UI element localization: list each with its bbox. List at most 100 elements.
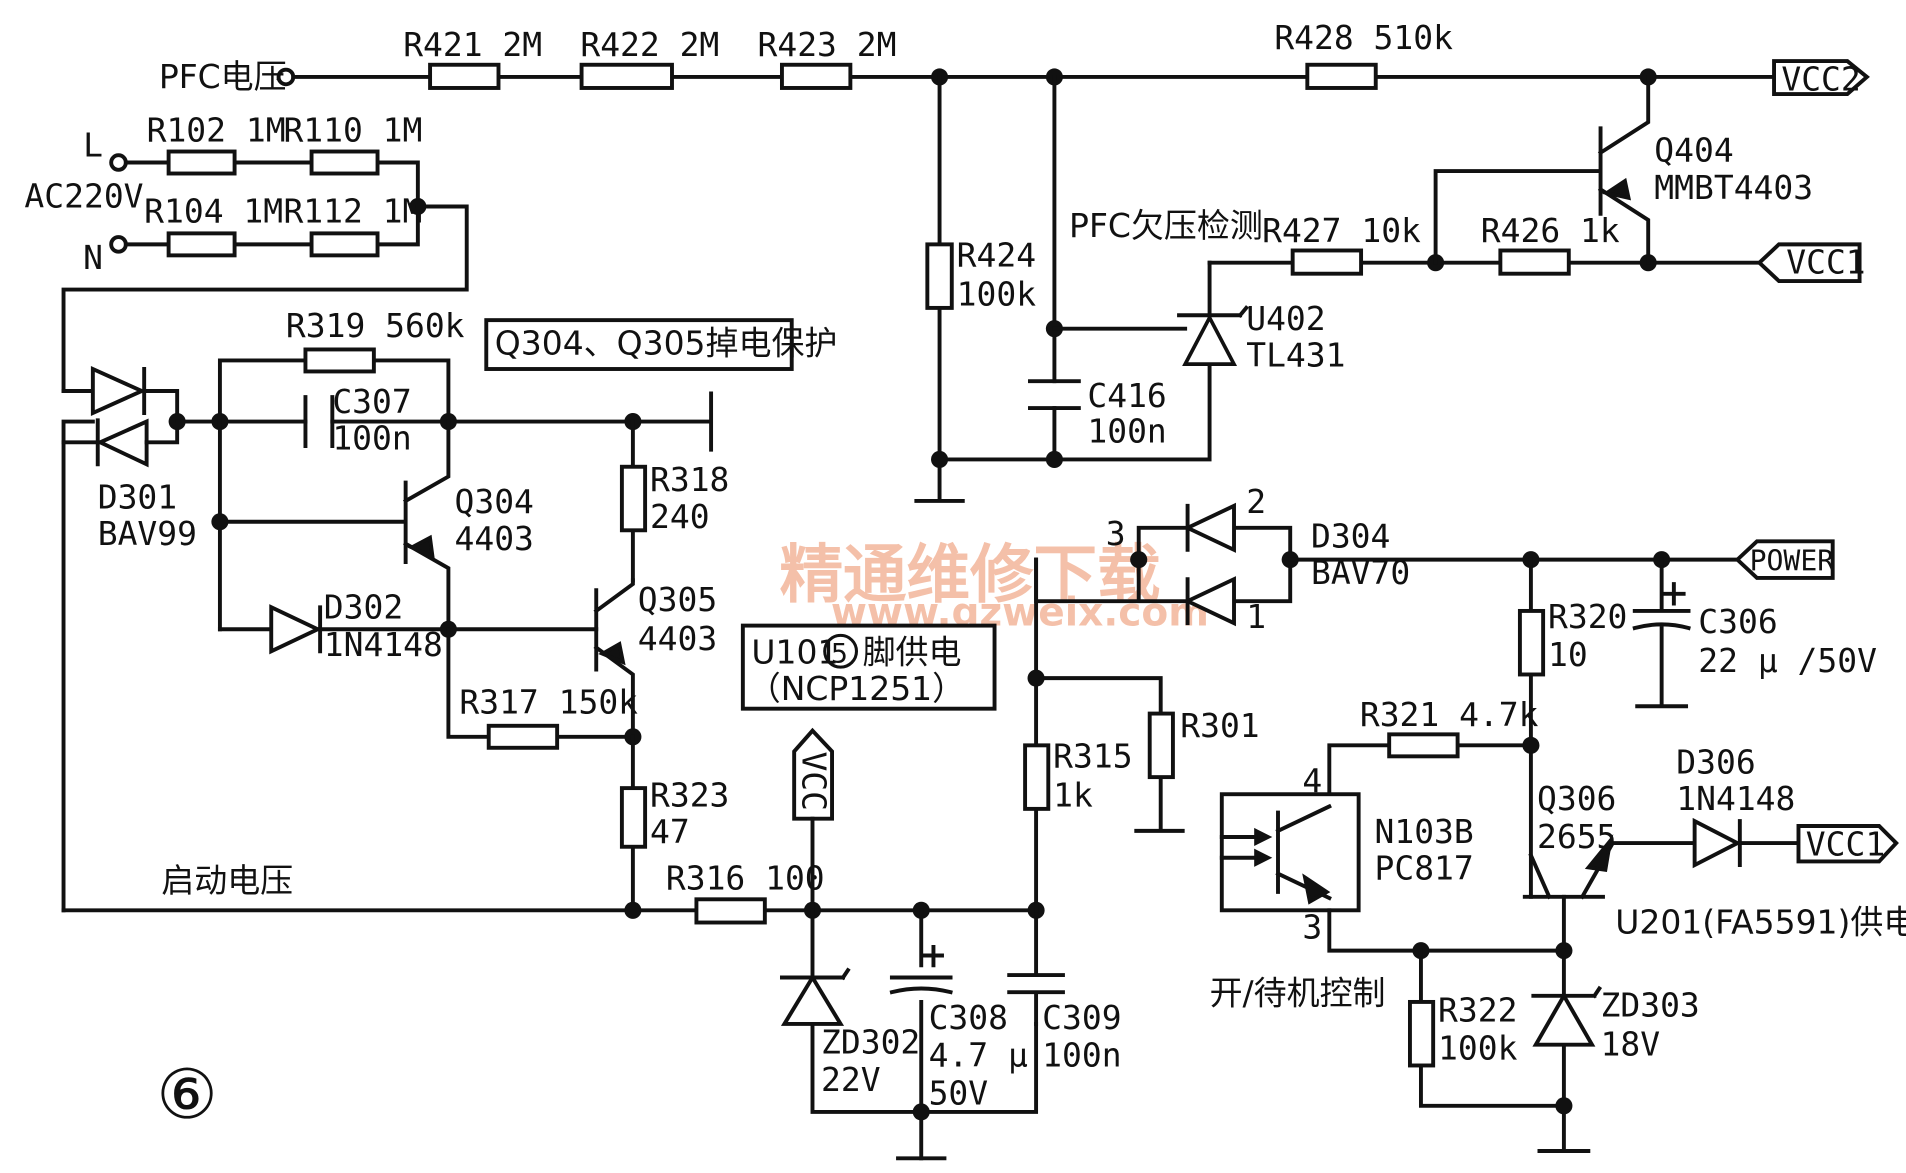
label-R321: R321 4.7k — [1360, 695, 1539, 734]
label-N103B-value: PC817 — [1375, 849, 1474, 888]
resistor-R110 — [309, 149, 380, 176]
label-N103B-pin3: 3 — [1302, 907, 1322, 946]
net-label-N: N — [83, 238, 103, 277]
label-D304-pin2: 2 — [1246, 482, 1266, 521]
note-pfc-undervoltage: PFC欠压检测 — [1069, 206, 1263, 245]
diode-D304-upper — [1183, 502, 1236, 553]
label-R104: R104 1M — [144, 191, 283, 230]
optocoupler-N103B — [1219, 792, 1361, 913]
note-u101-part: （NCP1251） — [748, 669, 965, 708]
capacitor-C307 — [303, 395, 335, 448]
label-D304-pin3: 3 — [1106, 514, 1126, 553]
net-label-vcc1-top: VCC1 — [1786, 243, 1865, 282]
net-tag-vcc — [792, 727, 834, 821]
note-u101-supply: 脚供电 — [863, 632, 962, 671]
label-R315-value: 1k — [1053, 775, 1093, 814]
net-tag-power — [1734, 539, 1835, 580]
note-u101-pin: 5 — [831, 638, 848, 669]
net-tag-vcc1-top — [1756, 242, 1862, 283]
resistor-R316 — [694, 897, 767, 925]
label-R424-name: R424 — [957, 235, 1036, 274]
label-N103B-name: N103B — [1375, 812, 1474, 851]
label-R317: R317 150k — [459, 683, 638, 722]
label-C306-name: C306 — [1698, 602, 1777, 641]
diode-D304-lower — [1183, 576, 1236, 627]
label-Q404-value: MMBT4403 — [1654, 168, 1813, 207]
resistor-R426 — [1498, 248, 1571, 276]
label-C309-name: C309 — [1042, 998, 1121, 1037]
label-R301-name: R301 — [1180, 706, 1259, 745]
label-C307-name: C307 — [332, 382, 411, 421]
resistor-R423 — [779, 62, 853, 90]
label-Q304-value: 4403 — [455, 519, 534, 558]
shunt-regulator-U402 — [1182, 313, 1238, 366]
note-powerloss: Q304、Q305掉电保护 — [495, 323, 838, 362]
undervoltage-detect-section: R424 100k C416 100n U402 TL431 PFC欠压检测 R… — [914, 75, 1866, 503]
net-label-ac220v: AC220V — [24, 177, 143, 216]
label-R315-name: R315 — [1053, 736, 1132, 775]
label-N103B-pin4: 4 — [1302, 761, 1322, 800]
zener-ZD302 — [780, 973, 845, 1026]
label-R320-value: 10 — [1548, 635, 1588, 674]
label-C307-value: 100n — [332, 419, 411, 458]
net-tag-vcc1-bottom — [1796, 824, 1899, 864]
diode-D301-upper — [90, 365, 147, 417]
resistor-R102 — [166, 149, 237, 176]
note-box-powerloss — [484, 318, 794, 371]
label-D302-name: D302 — [324, 587, 403, 626]
label-R421: R421 2M — [403, 25, 542, 64]
label-Q306-name: Q306 — [1537, 779, 1616, 818]
label-R424-value: 100k — [957, 274, 1037, 313]
resistor-R320 — [1517, 608, 1546, 677]
label-C416-name: C416 — [1087, 376, 1166, 415]
note-u201-supply: U201(FA5591)供电 — [1615, 903, 1906, 942]
powerloss-protection-section: D301 BAV99 R319 560k C307 100n Q304、Q305… — [61, 306, 838, 913]
pfc-divider-section: PFC电压 R421 2M R422 2M R423 2M R428 510k … — [159, 18, 1870, 98]
label-R319: R319 560k — [286, 306, 465, 345]
label-Q305-value: 4403 — [638, 619, 717, 658]
zener-ZD303 — [1532, 991, 1596, 1047]
net-label-start-voltage: 启动电压 — [161, 861, 293, 900]
resistor-R112 — [309, 231, 380, 258]
net-label-vcc1-bottom: VCC1 — [1806, 824, 1885, 863]
label-R428: R428 510k — [1274, 18, 1453, 57]
resistor-R319 — [303, 347, 376, 374]
resistor-R323 — [619, 786, 648, 849]
label-R422: R422 2M — [580, 25, 719, 64]
net-label-vcc: VCC — [795, 751, 834, 811]
label-R423: R423 2M — [758, 25, 897, 64]
label-R322-name: R322 — [1438, 990, 1517, 1029]
capacitor-C306 — [1632, 557, 1691, 709]
resistor-R428 — [1305, 62, 1378, 90]
label-C308-name: C308 — [929, 998, 1008, 1037]
label-R102: R102 1M — [147, 111, 286, 150]
resistor-R104 — [166, 231, 237, 258]
resistor-R424 — [925, 242, 954, 310]
label-C308-value: 4.7 μ — [929, 1036, 1028, 1075]
resistor-R427 — [1290, 248, 1364, 276]
diode-D306 — [1692, 817, 1742, 869]
net-label-vcc2: VCC2 — [1781, 59, 1860, 98]
label-R322-value: 100k — [1438, 1028, 1518, 1067]
label-Q404-name: Q404 — [1654, 130, 1733, 169]
label-ZD302-value: 22V — [821, 1060, 881, 1099]
label-R318-value: 240 — [650, 497, 710, 536]
label-Q304-name: Q304 — [455, 482, 534, 521]
resistor-R301 — [1147, 711, 1175, 780]
figure-number: ⑥ — [156, 1055, 217, 1135]
resistor-R422 — [579, 62, 674, 90]
resistor-R321 — [1387, 732, 1460, 759]
resistor-R421 — [428, 62, 501, 90]
label-D301-name: D301 — [98, 477, 177, 516]
label-R320-name: R320 — [1548, 597, 1627, 636]
terminal-L — [109, 153, 128, 172]
label-R427: R427 10k — [1262, 211, 1421, 250]
transistor-Q404 — [1433, 75, 1651, 265]
label-D304-name: D304 — [1311, 516, 1390, 555]
label-R316: R316 100 — [666, 859, 825, 898]
label-R318-name: R318 — [650, 460, 729, 499]
net-label-L: L — [83, 125, 103, 164]
resistor-R317 — [486, 723, 560, 750]
note-box-u101 — [740, 623, 997, 711]
resistor-R318 — [619, 464, 648, 533]
